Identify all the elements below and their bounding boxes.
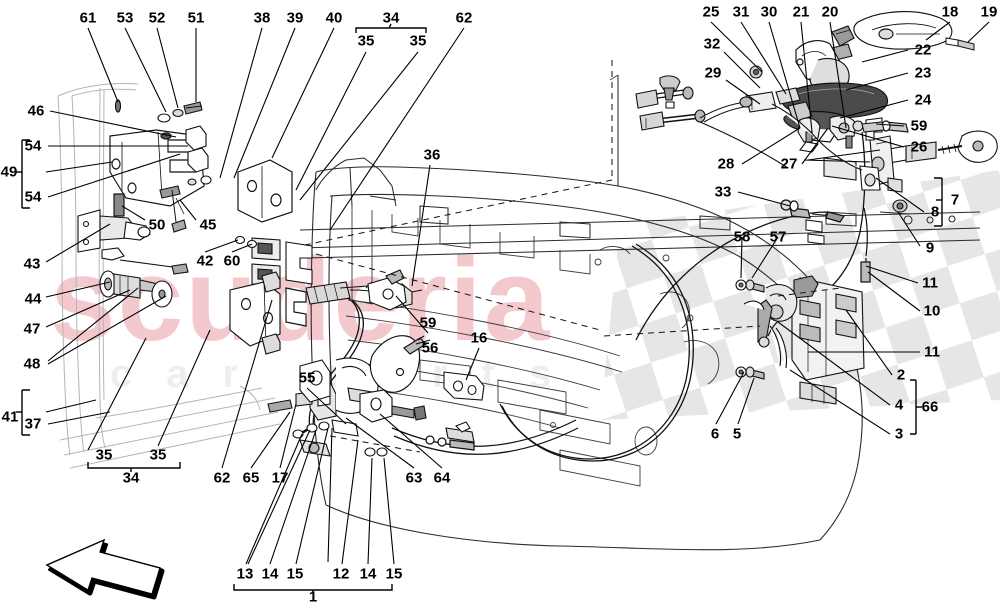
callout-number-7: 7 (950, 191, 960, 209)
callout-number-35: 35 (149, 446, 167, 464)
callout-number-3: 3 (894, 425, 904, 443)
small-clips-27 (805, 219, 825, 245)
callout-number-12: 12 (332, 565, 350, 583)
callout-number-32: 32 (703, 35, 721, 53)
callout-number-19: 19 (980, 3, 998, 21)
release-cable-33 (635, 199, 846, 341)
screw-19 (945, 37, 975, 51)
callout-number-26: 26 (910, 138, 928, 156)
callout-number-51: 51 (187, 9, 205, 27)
callout-number-22: 22 (914, 41, 932, 59)
callout-number-45: 45 (199, 216, 217, 234)
callout-number-25: 25 (702, 3, 720, 21)
callout-number-20: 20 (821, 3, 839, 21)
dashed-alignment-lines (299, 60, 841, 453)
callout-number-35: 35 (95, 446, 113, 464)
callout-number-54: 54 (24, 188, 42, 206)
callout-number-34: 34 (382, 9, 400, 27)
callout-number-28: 28 (717, 155, 735, 173)
inner-latch-mechanism (267, 357, 427, 457)
door-actuator-59 (339, 269, 407, 311)
callout-number-54: 54 (24, 137, 42, 155)
callout-number-60: 60 (223, 252, 241, 270)
bracket-plate-lower (229, 271, 307, 355)
callout-number-14: 14 (359, 565, 377, 583)
callout-number-42: 42 (196, 252, 214, 270)
callout-number-10: 10 (923, 302, 941, 320)
callout-number-8: 8 (930, 203, 940, 221)
callout-number-62: 62 (213, 469, 231, 487)
callout-number-56: 56 (421, 339, 439, 357)
callout-number-39: 39 (286, 9, 304, 27)
callout-number-46: 46 (27, 102, 45, 120)
callout-number-27: 27 (780, 155, 798, 173)
callout-number-66: 66 (921, 398, 939, 416)
callout-number-21: 21 (792, 3, 810, 21)
callout-number-62: 62 (455, 9, 473, 27)
callout-number-43: 43 (23, 255, 41, 273)
callout-number-64: 64 (433, 469, 451, 487)
callout-number-47: 47 (23, 320, 41, 338)
callout-number-24: 24 (914, 91, 932, 109)
callout-number-35: 35 (357, 32, 375, 50)
callout-number-31: 31 (732, 3, 750, 21)
mounting-bracket-plate (237, 159, 293, 223)
callout-number-44: 44 (24, 290, 42, 308)
callout-number-58: 58 (733, 228, 751, 246)
callout-number-15: 15 (385, 565, 403, 583)
callout-number-34: 34 (122, 469, 140, 487)
seal-plates-42-60 (234, 235, 313, 287)
callout-number-36: 36 (423, 146, 441, 164)
callout-number-11: 11 (924, 343, 940, 361)
callout-number-40: 40 (325, 9, 343, 27)
lever-cover-56 (369, 335, 427, 393)
door-hinge-leaf (77, 209, 151, 261)
callout-number-61: 61 (79, 9, 97, 27)
callout-number-18: 18 (941, 3, 959, 21)
fastener-screws-top-left (157, 101, 212, 233)
callout-number-1: 1 (308, 588, 318, 606)
callout-number-2: 2 (896, 366, 906, 384)
door-lock-cylinder (99, 259, 189, 308)
callout-number-9: 9 (925, 239, 935, 257)
callout-number-14: 14 (261, 565, 279, 583)
callout-number-59: 59 (419, 314, 437, 332)
callout-number-55: 55 (298, 369, 316, 387)
lower-release-cable (391, 419, 579, 455)
callout-number-13: 13 (236, 565, 254, 583)
callout-number-11: 11 (922, 274, 938, 292)
callout-number-48: 48 (23, 355, 41, 373)
callout-number-16: 16 (470, 329, 488, 347)
callout-number-23: 23 (914, 64, 932, 82)
callout-number-37: 37 (24, 415, 42, 433)
callout-number-53: 53 (116, 9, 134, 27)
callout-number-5: 5 (732, 425, 742, 443)
callout-number-50: 50 (148, 216, 166, 234)
callout-number-17: 17 (271, 469, 289, 487)
callout-leader-lines (16, 21, 990, 594)
callout-number-59: 59 (910, 117, 928, 135)
callout-number-29: 29 (704, 64, 722, 82)
callout-number-65: 65 (242, 469, 260, 487)
callout-number-4: 4 (894, 396, 904, 414)
callout-number-33: 33 (714, 183, 732, 201)
direction-arrow (45, 538, 165, 600)
cable-bracket-16 (443, 371, 485, 443)
callout-number-35: 35 (409, 32, 427, 50)
hinge-and-striker-assembly (109, 99, 209, 233)
callout-number-41: 41 (1, 408, 19, 426)
callout-number-49: 49 (0, 163, 18, 181)
callout-number-38: 38 (253, 9, 271, 27)
handle-linkage-cables (635, 65, 885, 171)
callout-number-15: 15 (286, 565, 304, 583)
callout-number-52: 52 (148, 9, 166, 27)
callout-number-6: 6 (710, 425, 720, 443)
callout-number-30: 30 (760, 3, 778, 21)
callout-number-63: 63 (405, 469, 423, 487)
callout-number-57: 57 (769, 228, 787, 246)
door-lock-latch-main (743, 275, 865, 405)
